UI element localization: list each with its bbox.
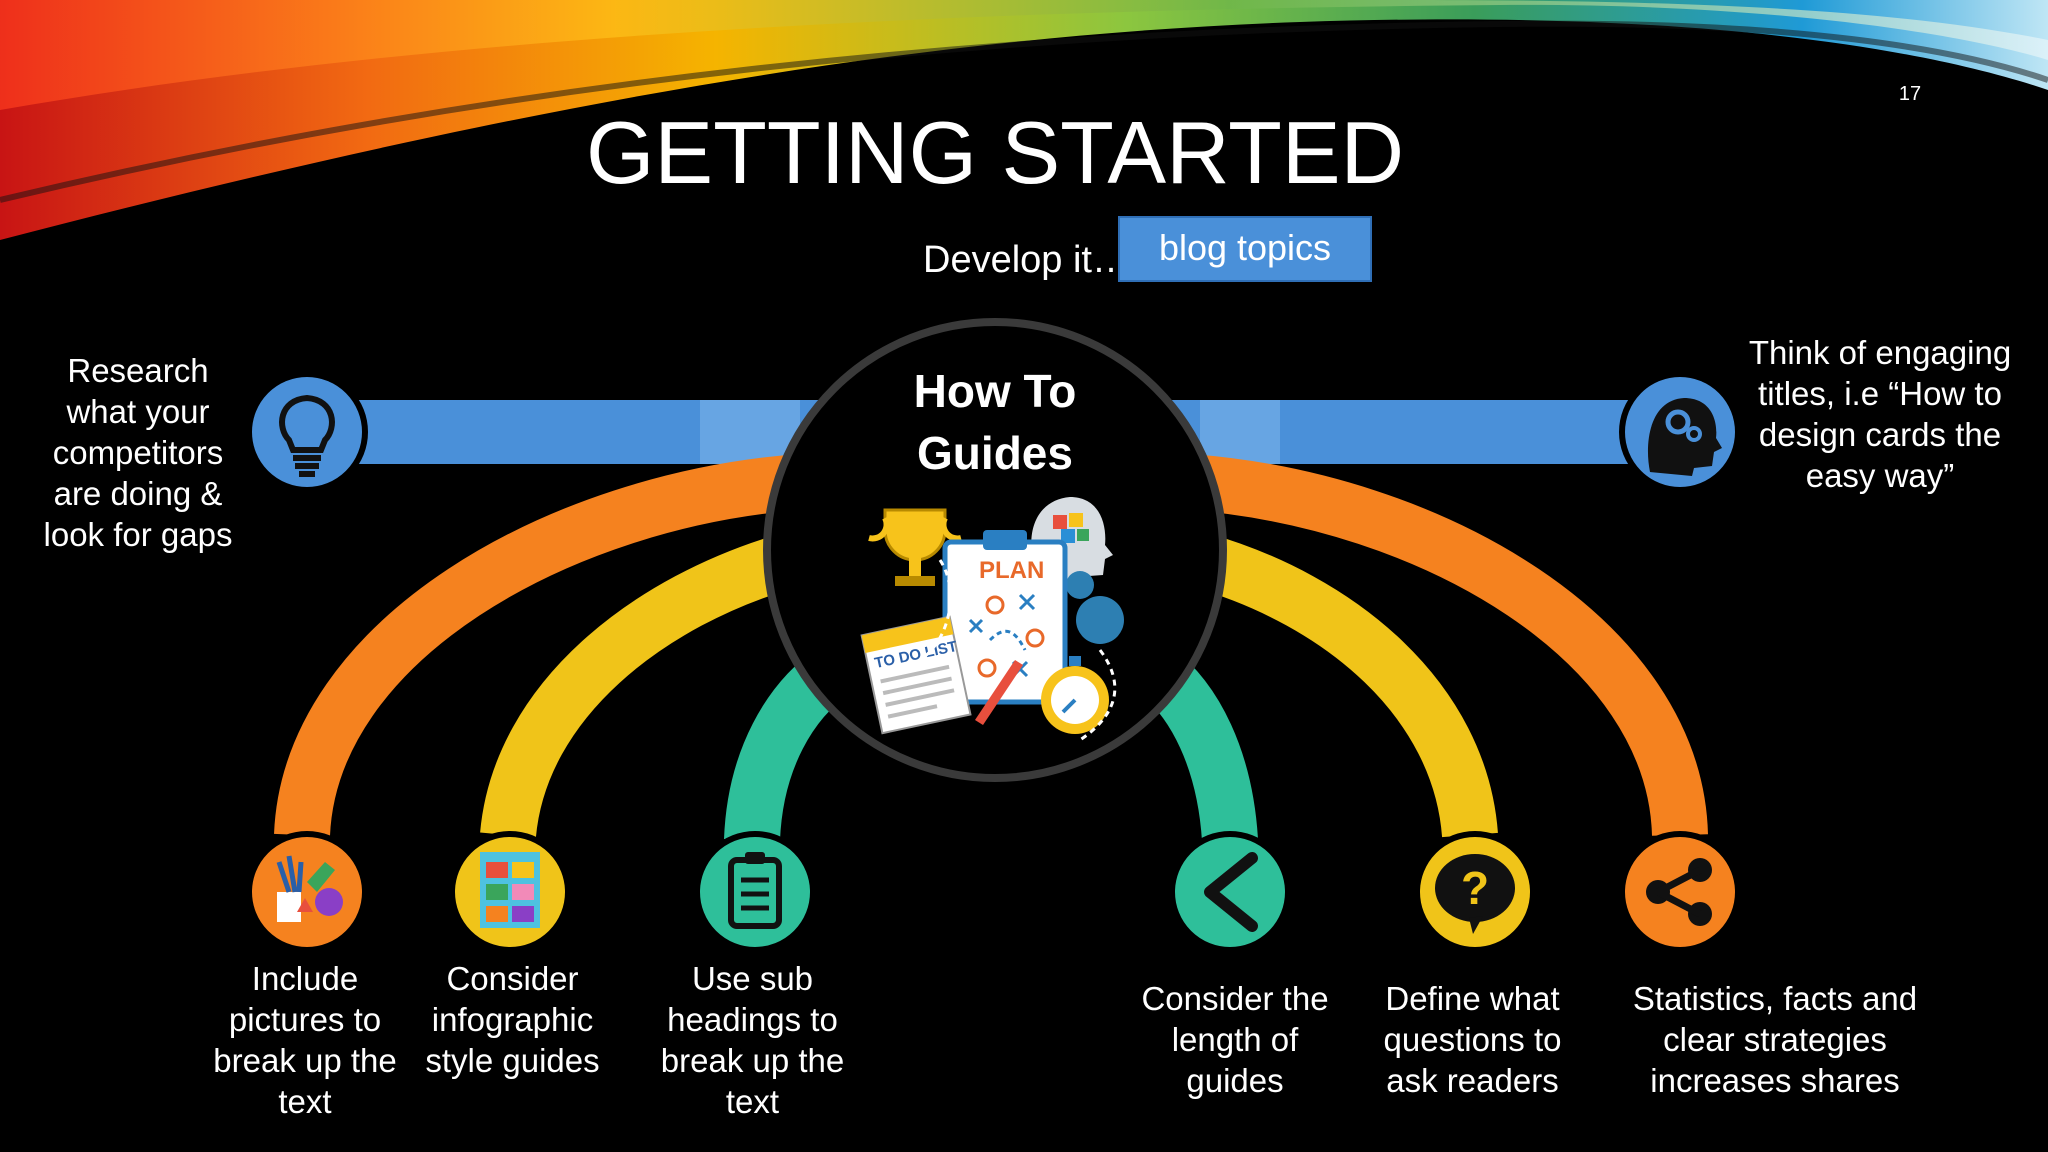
svg-text:?: ? <box>1461 862 1489 914</box>
svg-text:PLAN: PLAN <box>979 557 1044 584</box>
clipboard-list-icon <box>694 831 816 953</box>
statistics-caption: Statistics, facts and clear strategies i… <box>1632 980 1918 1099</box>
length-caption: Consider the length of guides <box>1141 980 1329 1099</box>
research-connector <box>300 400 860 464</box>
pictures-caption: Include pictures to break up the text <box>213 960 397 1120</box>
page-number: 17 <box>1898 83 1922 105</box>
art-supplies-icon <box>246 831 368 953</box>
center-title-line-2: Guides <box>917 427 1073 479</box>
infographic-arc <box>480 533 798 839</box>
center-title: How To Guides <box>880 360 1110 484</box>
question-bubble-icon: ? <box>1414 831 1536 953</box>
share-icon <box>1619 831 1741 953</box>
titles-connector <box>1140 400 1670 464</box>
questions-caption: Define what questions to ask readers <box>1383 980 1562 1099</box>
statistics-arc <box>1187 454 1708 837</box>
blog-topics-tag: blog topics <box>1118 216 1372 282</box>
head-gears-icon <box>1619 371 1741 493</box>
titles-caption: Think of engaging titles, i.e “How to de… <box>1748 334 2012 494</box>
research-caption: Research what your competitors are doing… <box>43 352 233 553</box>
chevron-left-icon <box>1169 831 1291 953</box>
pictures-arc <box>274 454 803 837</box>
lightbulb-icon <box>246 371 368 493</box>
infographic-caption: Consider infographic style guides <box>425 960 600 1079</box>
plan-illustration-icon: PLAN TO DO LIST <box>860 497 1124 742</box>
subheadings-caption: Use sub headings to break up the text <box>660 960 845 1120</box>
subtitle: Develop it… <box>923 239 1130 281</box>
infographic-icon <box>449 831 571 953</box>
decorative-swoosh <box>0 0 2048 240</box>
questions-arc <box>1192 533 1498 838</box>
slide-title: GETTING STARTED <box>585 103 1405 202</box>
center-title-line-1: How To <box>913 365 1077 417</box>
